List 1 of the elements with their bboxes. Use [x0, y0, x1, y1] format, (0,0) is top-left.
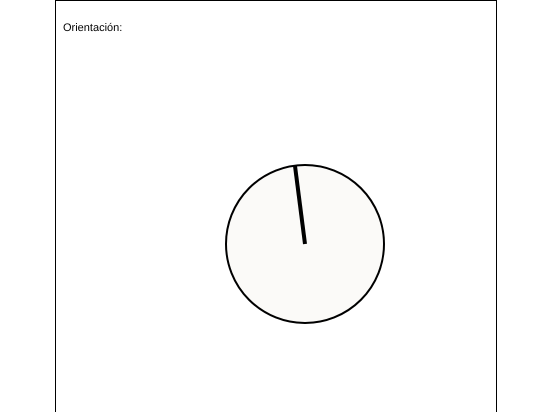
orientation-label: Orientación:: [63, 22, 122, 35]
